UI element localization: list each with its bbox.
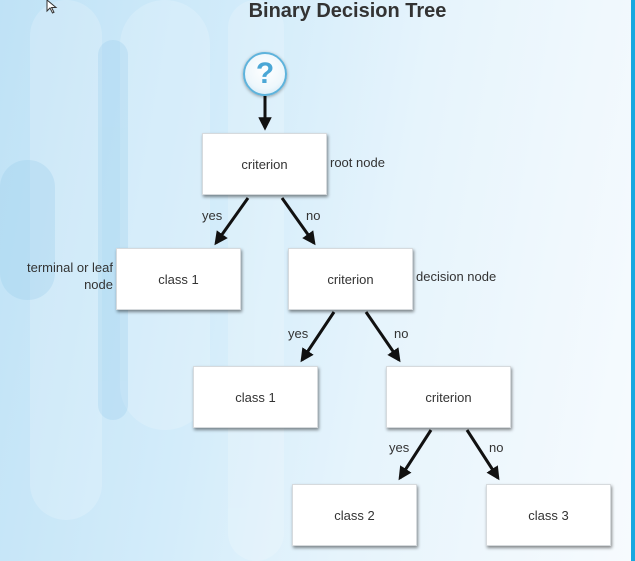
decision-node-mid: criterion xyxy=(288,248,413,310)
decision-node-low: criterion xyxy=(386,366,511,428)
edge-root-yes xyxy=(214,197,250,246)
edge-mid-no xyxy=(364,311,401,363)
edge-low-no xyxy=(465,429,500,481)
terminal-node-label-line2: node xyxy=(84,277,113,292)
leaf-node-class1-left: class 1 xyxy=(116,248,241,310)
edge-strip xyxy=(631,0,635,561)
terminal-node-label: terminal or leaf node xyxy=(6,259,113,293)
edge-label-low-yes: yes xyxy=(389,440,410,455)
root-node-label: root node xyxy=(330,155,385,170)
question-mark-icon: ? xyxy=(243,52,287,96)
leaf-node-class3: class 3 xyxy=(486,484,611,546)
edge-label-root-no: no xyxy=(306,208,321,223)
edge-mid-yes xyxy=(300,311,336,363)
leaf-node-class2: class 2 xyxy=(292,484,417,546)
edge-label-mid-yes: yes xyxy=(288,326,309,341)
decision-node-label: decision node xyxy=(416,269,497,284)
edge-root-no xyxy=(280,197,316,246)
root-node: criterion xyxy=(202,133,327,195)
edge-low-yes xyxy=(398,429,433,481)
terminal-node-label-line1: terminal or leaf xyxy=(27,260,113,275)
edge-label-mid-no: no xyxy=(394,326,409,341)
edge-label-root-yes: yes xyxy=(202,208,223,223)
edge-label-low-no: no xyxy=(489,440,504,455)
mouse-cursor-icon xyxy=(46,0,58,14)
diagram-title: Binary Decision Tree xyxy=(248,0,447,22)
leaf-node-class1-mid: class 1 xyxy=(193,366,318,428)
